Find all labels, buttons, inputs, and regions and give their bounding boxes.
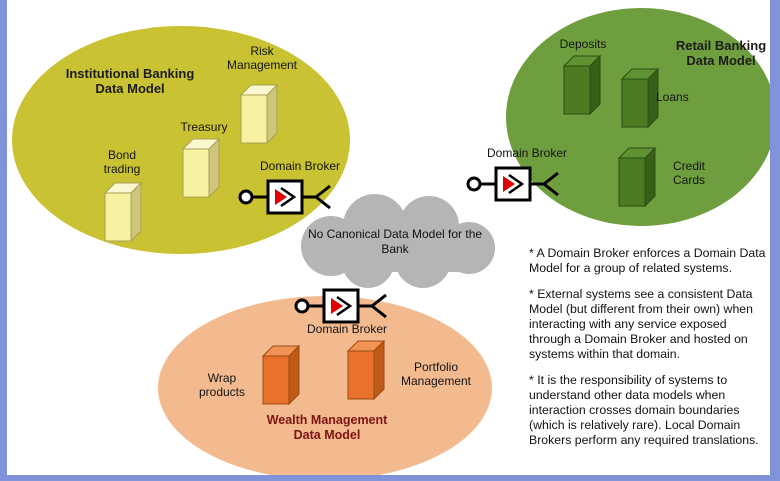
loans-box xyxy=(620,67,660,129)
frame-strip-left xyxy=(0,0,7,481)
risk-management-label: Risk Management xyxy=(226,44,298,72)
note-paragraph: * External systems see a consistent Data… xyxy=(529,287,753,361)
note-paragraph: * A Domain Broker enforces a Domain Data… xyxy=(529,246,766,275)
cloud-shape xyxy=(301,194,495,288)
loans-label: Loans xyxy=(656,90,689,104)
bond-trading-box xyxy=(103,181,143,243)
risk-management-box xyxy=(239,83,279,145)
institutional-broker-label: Domain Broker xyxy=(259,159,341,173)
cloud-text: No Canonical Data Model for the Bank xyxy=(307,227,483,256)
frame-strip-bottom xyxy=(0,475,780,481)
credit-cards-label: Credit Cards xyxy=(672,159,705,187)
deposits-box xyxy=(562,54,602,116)
portfolio-management-label: Portfolio Management xyxy=(400,360,472,388)
wrap-products-label: Wrap products xyxy=(198,371,246,399)
portfolio-management-box xyxy=(346,339,386,401)
domain-broker-icon xyxy=(238,179,331,215)
retail-title: Retail Banking Data Model xyxy=(675,38,767,69)
treasury-box xyxy=(181,137,221,199)
note-paragraph: * It is the responsibility of systems to… xyxy=(529,373,759,447)
treasury-label: Treasury xyxy=(180,120,228,134)
institutional-title: Institutional Banking Data Model xyxy=(65,66,195,97)
credit-cards-box xyxy=(617,146,657,208)
retail-broker-label: Domain Broker xyxy=(486,146,568,160)
bond-trading-label: Bond trading xyxy=(103,148,141,176)
frame-strip-right xyxy=(770,0,780,481)
wrap-products-box xyxy=(261,344,301,406)
wealth-broker-label: Domain Broker xyxy=(306,322,388,336)
domain-broker-icon xyxy=(294,288,387,324)
wealth-title: Wealth Management Data Model xyxy=(266,413,388,442)
notes-block: * A Domain Broker enforces a Domain Data… xyxy=(529,246,771,459)
wealth-domain-ellipse xyxy=(158,296,492,480)
deposits-label: Deposits xyxy=(559,37,607,51)
institutional-domain-ellipse xyxy=(12,26,350,254)
domain-broker-icon xyxy=(466,166,559,202)
